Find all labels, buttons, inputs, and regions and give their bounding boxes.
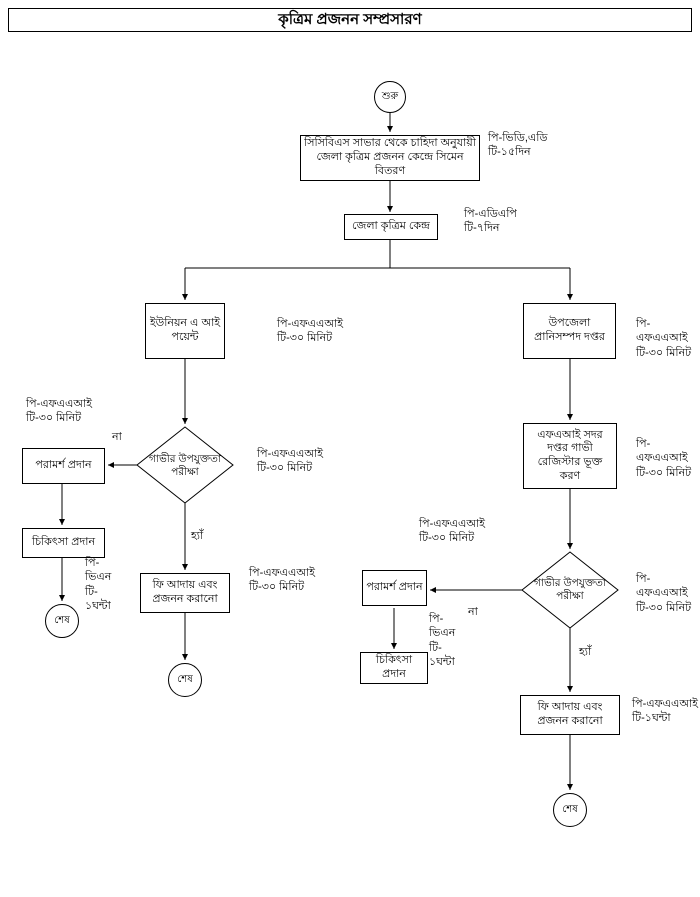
treatment-right-node: চিকিৎসা প্রদান bbox=[360, 652, 428, 684]
annotation-treatment-left: পি- ভিএন টি- ১ঘন্টা bbox=[85, 557, 112, 612]
end-after-fee-left-node: শেষ bbox=[168, 663, 202, 697]
cow-suitability-test-left-node: গাভীর উপযুক্ততা পরীক্ষা bbox=[138, 444, 232, 488]
district-ai-center-label: জেলা কৃত্রিম কেন্দ্র bbox=[352, 220, 430, 233]
annotation-upazila-office: পি-এফএএআই টি-৩০ মিনিট bbox=[636, 318, 692, 359]
decision-diamond-right bbox=[521, 551, 619, 629]
treatment-left-node: চিকিৎসা প্রদান bbox=[22, 528, 105, 558]
fee-insemination-left-label: ফি আদায় এবং প্রজনন করানো bbox=[152, 579, 218, 605]
branch-no-right: না bbox=[468, 606, 478, 618]
end-after-treatment-left-node: শেষ bbox=[45, 604, 79, 638]
cow-suitability-test-right-label: গাভীর উপযুক্ততা পরীক্ষা bbox=[534, 576, 606, 602]
end-after-treatment-left-label: শেষ bbox=[54, 614, 70, 626]
advice-right-node: পরামর্শ প্রদান bbox=[362, 570, 427, 606]
district-ai-center-node: জেলা কৃত্রিম কেন্দ্র bbox=[344, 214, 438, 240]
annotation-test-right: পি-এফএএআই টি-৩০ মিনিট bbox=[636, 573, 692, 614]
page-title: কৃত্রিম প্রজনন সম্প্রসারণ bbox=[278, 10, 422, 28]
treatment-left-label: চিকিৎসা প্রদান bbox=[31, 536, 96, 549]
cow-suitability-test-left-label: গাভীর উপযুক্ততা পরীক্ষা bbox=[149, 452, 221, 478]
advice-left-node: পরামর্শ প্রদান bbox=[22, 448, 105, 484]
semen-distribution-label: সিসিবিএস সাভার থেকে চাহিদা অনুযায়ী জেলা… bbox=[304, 137, 476, 177]
title-bar: কৃত্রিম প্রজনন সম্প্রসারণ bbox=[8, 8, 692, 32]
semen-distribution-node: সিসিবিএস সাভার থেকে চাহিদা অনুযায়ী জেলা… bbox=[300, 135, 480, 181]
branch-no-left: না bbox=[112, 431, 122, 443]
annotation-fee-right: পি-এফএএআই টি-১ঘন্টা bbox=[632, 698, 698, 725]
branch-yes-right: হ্যাঁ bbox=[579, 646, 592, 658]
union-ai-point-node: ইউনিয়ন এ আই পয়েন্ট bbox=[145, 303, 225, 359]
branch-yes-left: হ্যাঁ bbox=[191, 530, 204, 542]
end-right-label: শেষ bbox=[562, 803, 578, 815]
annotation-fai-register: পি-এফএএআই টি-৩০ মিনিট bbox=[636, 438, 692, 479]
annotation-semen-distribution: পি-ভিডি,এডি টি-১৫দিন bbox=[488, 132, 548, 159]
upazila-livestock-office-label: উপজেলা প্রানিসম্পদ দপ্তর bbox=[534, 317, 605, 343]
annotation-test-left: পি-এফএএআই টি-৩০ মিনিট bbox=[257, 448, 323, 475]
annotation-district-ai-center: পি-এডিএপি টি-৭দিন bbox=[464, 208, 517, 235]
annotation-advice-left: পি-এফএএআই টি-৩০ মিনিট bbox=[26, 398, 92, 425]
upazila-livestock-office-node: উপজেলা প্রানিসম্পদ দপ্তর bbox=[523, 303, 616, 359]
decision-diamond-left bbox=[136, 426, 234, 504]
annotation-fee-left: পি-এফএএআই টি-৩০ মিনিট bbox=[249, 567, 315, 594]
fai-headquarter-register-label: এফএআই সদর দপ্তর গাভী রেজিস্টার ভূক্ত করণ bbox=[537, 428, 603, 482]
annotation-union-ai-point: পি-এফএএআই টি-৩০ মিনিট bbox=[277, 318, 343, 345]
end-after-fee-left-label: শেষ bbox=[177, 673, 193, 685]
union-ai-point-label: ইউনিয়ন এ আই পয়েন্ট bbox=[149, 317, 221, 343]
start-label: শুরু bbox=[381, 90, 399, 102]
start-node: শুরু bbox=[374, 81, 406, 113]
advice-left-label: পরামর্শ প্রদান bbox=[35, 459, 92, 472]
fee-insemination-right-label: ফি আদায় এবং প্রজনন করানো bbox=[537, 701, 603, 727]
fee-insemination-right-node: ফি আদায় এবং প্রজনন করানো bbox=[520, 695, 620, 735]
fai-headquarter-register-node: এফএআই সদর দপ্তর গাভী রেজিস্টার ভূক্ত করণ bbox=[523, 423, 617, 489]
fee-insemination-left-node: ফি আদায় এবং প্রজনন করানো bbox=[140, 573, 230, 613]
annotation-advice-right: পি-এফএএআই টি-৩০ মিনিট bbox=[419, 518, 485, 545]
treatment-right-label: চিকিৎসা প্রদান bbox=[375, 654, 413, 680]
annotation-treatment-right: পি- ভিএন টি- ১ঘন্টা bbox=[429, 613, 456, 668]
end-right-node: শেষ bbox=[553, 793, 587, 827]
advice-right-label: পরামর্শ প্রদান bbox=[366, 581, 423, 594]
cow-suitability-test-right-node: গাভীর উপযুক্ততা পরীক্ষা bbox=[523, 568, 617, 612]
